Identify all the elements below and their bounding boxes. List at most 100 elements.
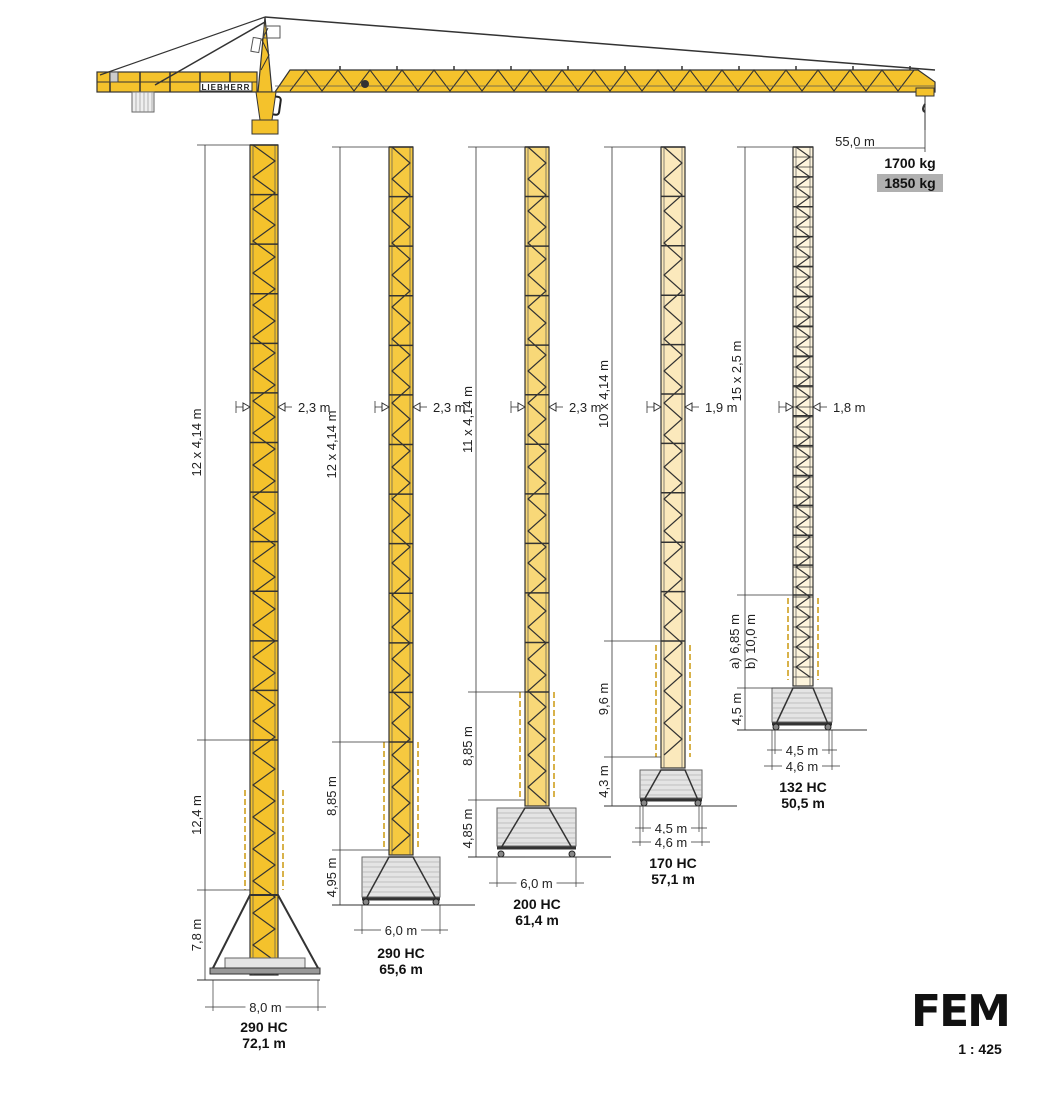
- tower-4: 10 x 4,14 m9,6 m4,3 m1,9 m4,5 m4,6 m170 …: [596, 146, 738, 887]
- label-bg: [651, 834, 691, 849]
- height-dim-label: 12 x 4,14 m: [189, 409, 204, 477]
- crane-model: 132 HC: [779, 779, 826, 795]
- mast-width-label: 2,3 m: [433, 400, 466, 415]
- hook-icon: [922, 103, 926, 113]
- lattice-diagonals: [794, 146, 812, 678]
- label-bg: [245, 999, 286, 1014]
- brand-plate: [199, 81, 253, 92]
- undercarriage-struts: [775, 687, 829, 725]
- height-dim-label: a) 6,85 m: [727, 614, 742, 669]
- tower-3: 11 x 4,14 m 8,85 m 4,85 m 2,3 m 6,0 m 200 HC6…: [460, 146, 611, 928]
- arrow-right-icon: [381, 402, 391, 412]
- height-dim-label: 8,85 m: [460, 726, 475, 766]
- trolley-icon: [361, 80, 369, 88]
- tower-head-lattice: [260, 27, 270, 71]
- jib-body: [273, 69, 936, 93]
- height-dim-label: 4,5 m: [729, 693, 744, 726]
- height-dim-label: 4,95 m: [324, 858, 339, 898]
- ballast-block: [771, 687, 833, 723]
- label-bg: [782, 742, 822, 757]
- height-dim-label: 12 x 4,14 m: [324, 411, 339, 479]
- hook-block: [915, 87, 935, 97]
- arrow-left-icon: [276, 402, 286, 412]
- tower-head-panel: [250, 36, 262, 54]
- base-dim-label: 4,5 m: [786, 743, 819, 758]
- base-dim-label: 4,5 m: [655, 821, 688, 836]
- wheel-icon: [824, 723, 832, 731]
- wheel-icon: [694, 799, 702, 807]
- arrow-right-icon: [242, 402, 252, 412]
- wheel-icon: [497, 850, 505, 858]
- hook-height: 72,1 m: [242, 1035, 286, 1051]
- height-dim-label: 9,6 m: [596, 683, 611, 716]
- undercarriage-struts: [500, 807, 573, 849]
- crane-model: 290 HC: [240, 1019, 287, 1035]
- load-capacity-b: 1850 kg: [884, 175, 935, 191]
- tripod-legs: [212, 894, 319, 969]
- crane-model: 170 HC: [649, 855, 696, 871]
- hook-height: 57,1 m: [651, 871, 695, 887]
- lattice-diagonals: [663, 146, 683, 756]
- wheel-icon: [432, 898, 440, 906]
- arrow-right-icon: [653, 402, 663, 412]
- height-dim-label: 12,4 m: [189, 795, 204, 835]
- jib-lattice: [289, 69, 915, 92]
- tower-2: 12 x 4,14 m 8,85 m 4,95 m 2,3 m 6,0 m 290 HC6…: [324, 146, 475, 977]
- tower-head: [257, 16, 273, 93]
- mast: [524, 146, 550, 807]
- arrow-left-icon: [811, 402, 821, 412]
- slewing-ring: [255, 91, 277, 121]
- label-bg: [651, 820, 691, 835]
- ballast-block: [639, 769, 703, 799]
- tower-head-frame: [263, 25, 281, 39]
- mast-width-label: 1,9 m: [705, 400, 738, 415]
- base-frame: [209, 967, 321, 975]
- wheel-icon: [640, 799, 648, 807]
- tower-5: 15 x 2,5 m a) 6,85 m 4,5 m b) 10,0 m 1,8 m 4,…: [727, 146, 867, 811]
- height-dim-label: 4,3 m: [596, 765, 611, 798]
- counterweight: [131, 91, 155, 113]
- arrow-left-icon: [683, 402, 693, 412]
- undercarriage-struts: [365, 856, 437, 900]
- height-dim-label: 10 x 4,14 m: [596, 360, 611, 428]
- label-bg: [381, 922, 421, 937]
- label-bg: [516, 875, 557, 890]
- base-dim-label: 6,0 m: [520, 876, 553, 891]
- wheel-icon: [772, 723, 780, 731]
- jib-radius: 55,0 m: [835, 134, 875, 149]
- counter-jib-pendant: [154, 21, 266, 86]
- base-dim-label: 6,0 m: [385, 923, 418, 938]
- scale-label: 1 : 425: [958, 1041, 1002, 1057]
- height-dim-label: 8,85 m: [324, 776, 339, 816]
- base-dim-label: 4,6 m: [786, 759, 819, 774]
- jib-pendant: [264, 16, 936, 71]
- lattice-diagonals: [251, 144, 277, 962]
- hook-height: 50,5 m: [781, 795, 825, 811]
- mast-width-label: 1,8 m: [833, 400, 866, 415]
- mast: [388, 146, 414, 856]
- height-dim-label-b: b) 10,0 m: [743, 614, 758, 669]
- load-capacity-a: 1700 kg: [884, 155, 935, 171]
- mast-width-label: 2,3 m: [569, 400, 602, 415]
- crane-model: 290 HC: [377, 945, 424, 961]
- counter-jib: LIEBHERR: [96, 71, 258, 113]
- wheel-icon: [568, 850, 576, 858]
- crane-model: 200 HC: [513, 896, 560, 912]
- lattice-diagonals: [391, 146, 411, 852]
- arrow-right-icon: [517, 402, 527, 412]
- brand-label: LIEBHERR: [202, 83, 251, 92]
- fem-logo: FEM: [911, 986, 1009, 1037]
- height-dim-label: 11 x 4,14 m: [460, 386, 475, 453]
- hook-height: 61,4 m: [515, 912, 559, 928]
- wheel-icon: [362, 898, 370, 906]
- lattice-diagonals: [527, 146, 547, 804]
- hook-height: 65,6 m: [379, 961, 423, 977]
- jib: [273, 66, 936, 93]
- label-bg: [782, 758, 822, 773]
- counter-jib-pendant: [99, 16, 266, 76]
- base-dim-label: 8,0 m: [249, 1000, 282, 1015]
- height-dim-label: 15 x 2,5 m: [729, 341, 744, 402]
- height-dim-label: 4,85 m: [460, 809, 475, 849]
